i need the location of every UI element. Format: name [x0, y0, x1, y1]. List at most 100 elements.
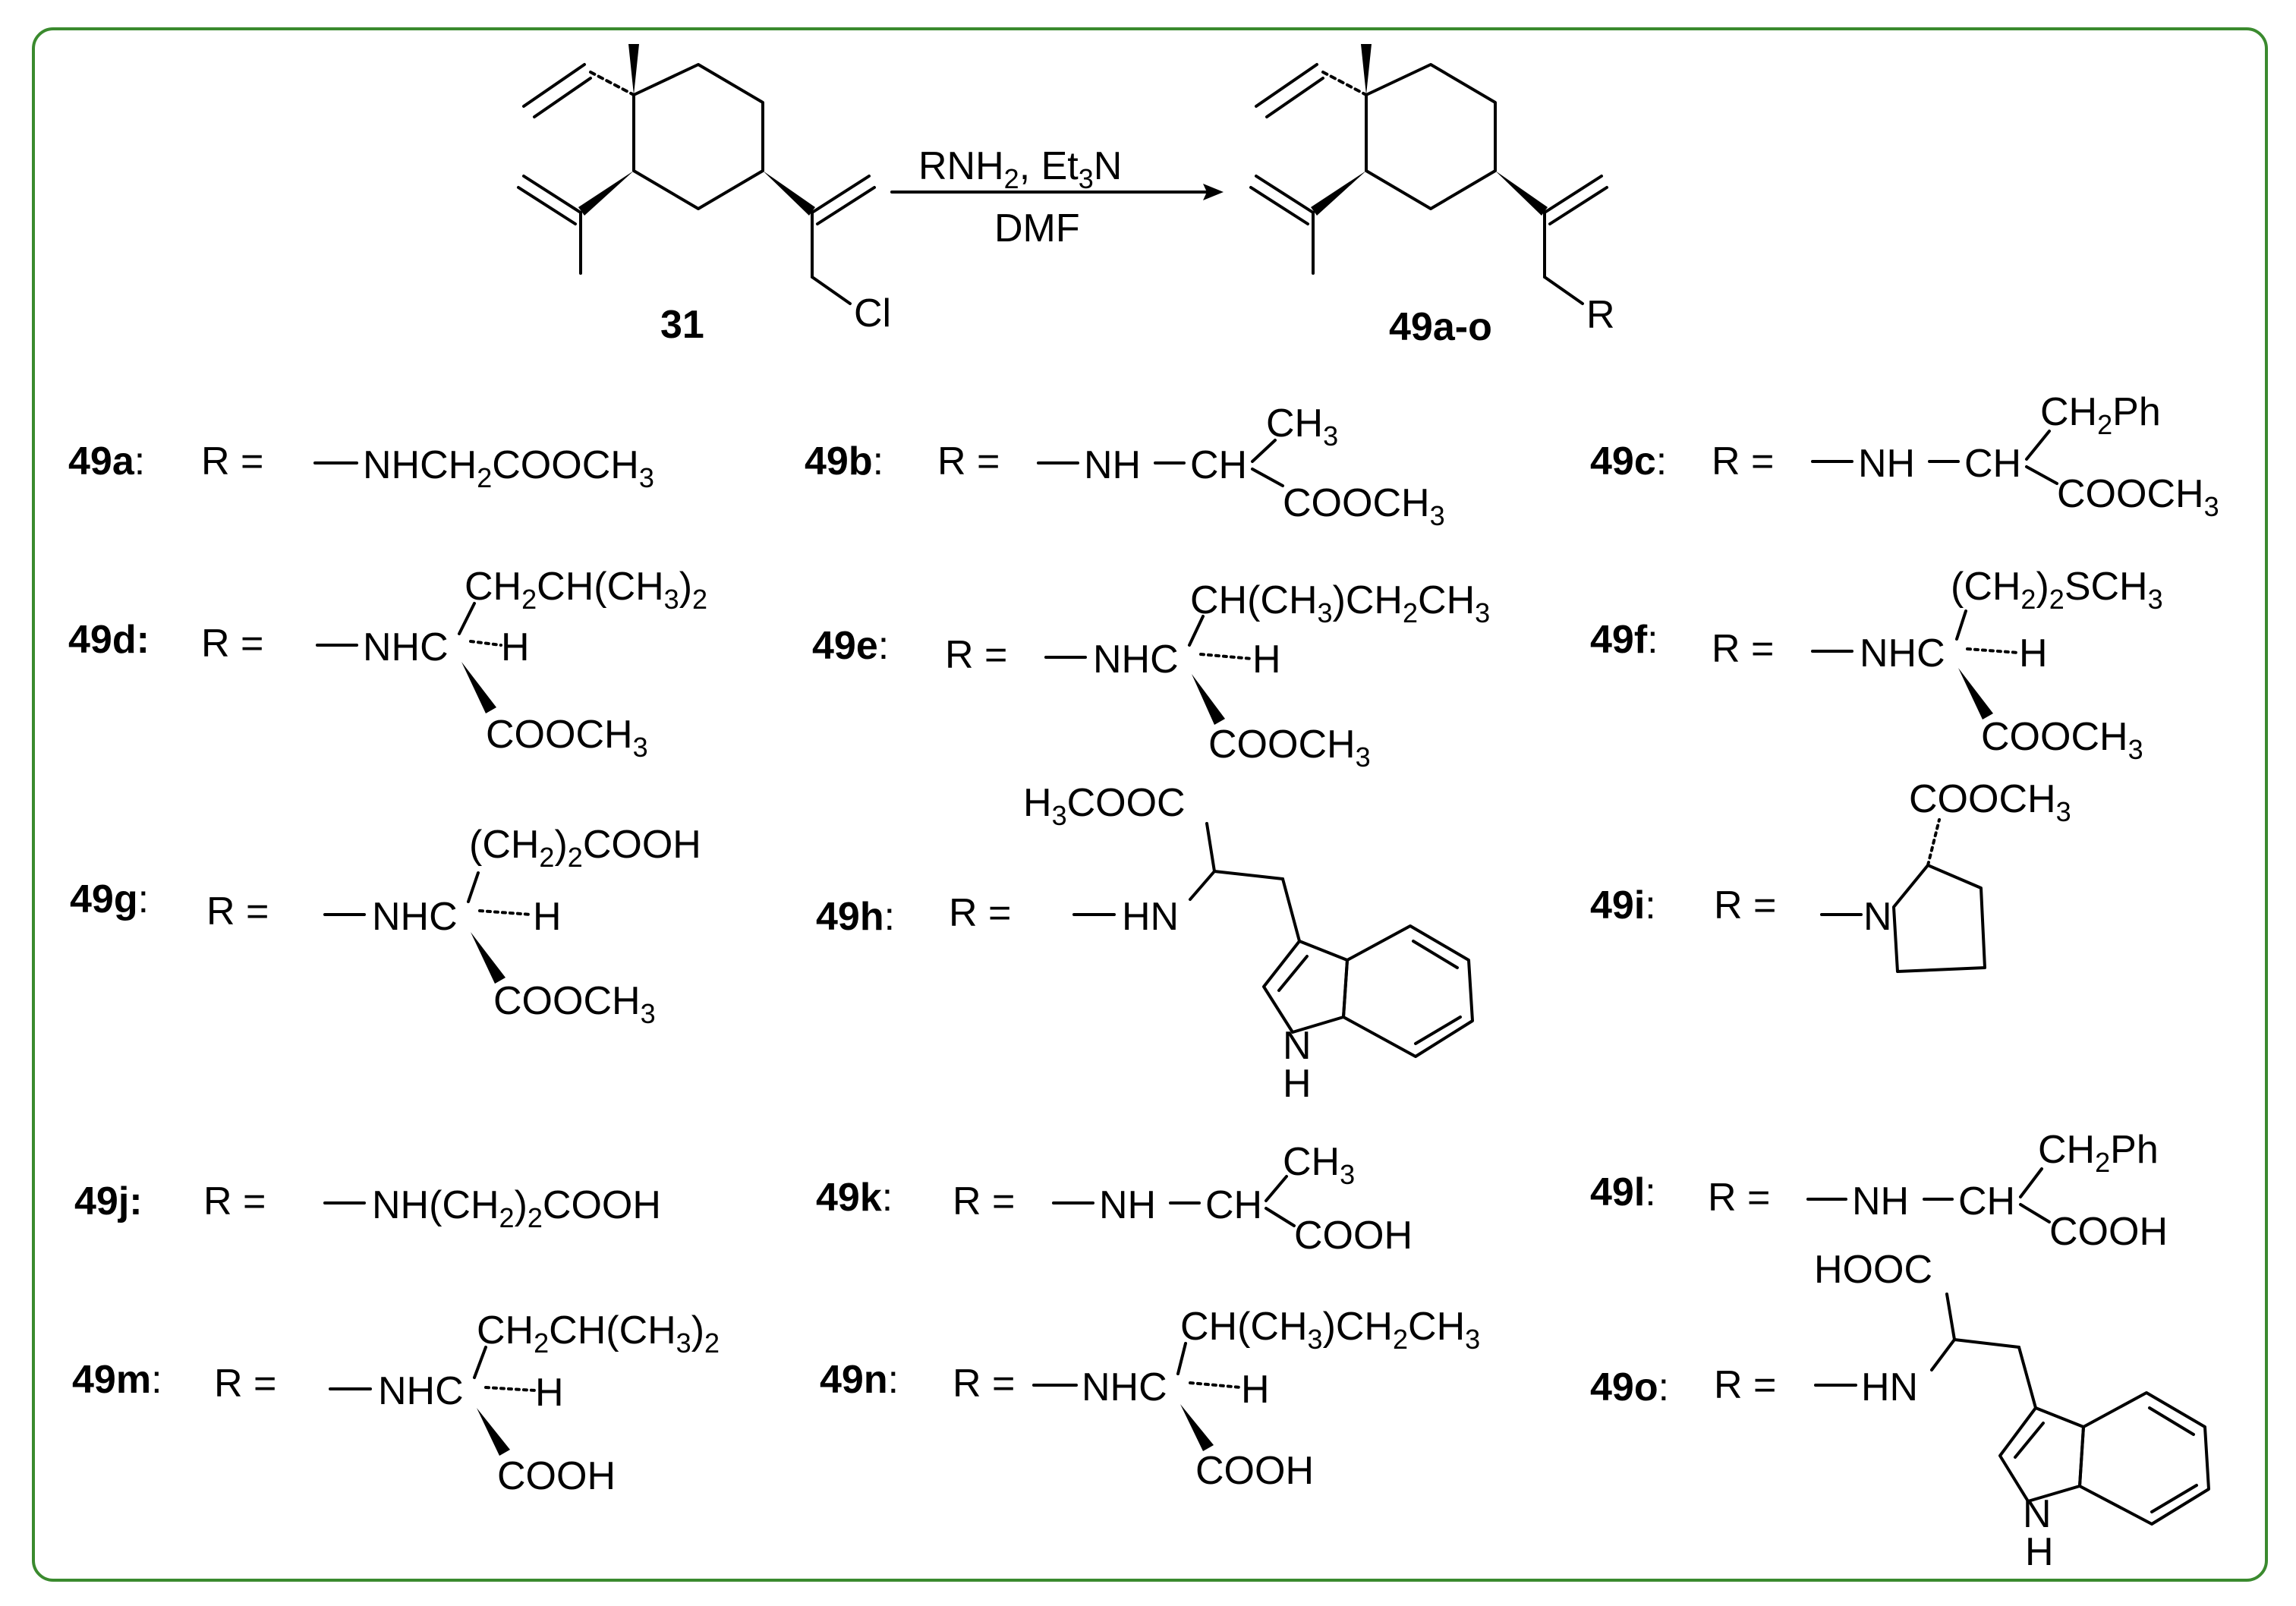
r-equals: R =: [206, 890, 269, 934]
compound-49i: 49i: R = N COOCH3: [1590, 777, 2071, 973]
svg-text:COOH: COOH: [497, 1454, 616, 1498]
svg-text:49o:: 49o:: [1590, 1365, 1669, 1409]
product-label: 49a-o: [1389, 305, 1492, 349]
compound-49l: 49l: R = NH CH CH2Ph COOH: [1590, 1128, 2168, 1254]
svg-text:49l:: 49l:: [1590, 1170, 1656, 1214]
compound-label: 49c: [1590, 439, 1656, 483]
substituent-formula: NH(CH2)2COOH: [372, 1183, 661, 1233]
svg-text:NH: NH: [1858, 442, 1915, 486]
svg-text:COOH: COOH: [1195, 1449, 1314, 1493]
svg-text:CH: CH: [1964, 442, 2021, 486]
compound-49j: 49j: R = NH(CH2)2COOH: [74, 1179, 661, 1233]
svg-text:N: N: [2023, 1492, 2052, 1536]
svg-text:H3COOC: H3COOC: [1023, 781, 1186, 831]
svg-text:H: H: [533, 895, 562, 939]
svg-text:H: H: [1283, 1062, 1312, 1106]
reactant-label: 31: [660, 303, 704, 347]
svg-text:H: H: [2019, 631, 2048, 675]
r-equals: R =: [214, 1362, 276, 1406]
svg-text:49h:: 49h:: [816, 895, 895, 939]
svg-text:COOCH3: COOCH3: [2057, 472, 2219, 522]
compound-label: 49o: [1590, 1365, 1658, 1409]
compound-label: 49h: [816, 895, 884, 939]
svg-text:49a:: 49a:: [68, 439, 145, 483]
svg-text:H: H: [2025, 1530, 2054, 1574]
svg-text:CH3: CH3: [1283, 1140, 1355, 1190]
compound-49o: 49o: R = HN HOOC N H: [1590, 1248, 2210, 1574]
svg-text:CH2Ph: CH2Ph: [2040, 390, 2161, 440]
svg-text:COOCH3: COOCH3: [493, 979, 656, 1029]
svg-text:49i:: 49i:: [1590, 883, 1656, 927]
compound-49h: 49h: R = HN H3COOC N H: [816, 781, 1474, 1106]
r-equals: R =: [1712, 439, 1774, 483]
svg-text:N: N: [1863, 895, 1892, 939]
svg-text:CH: CH: [1958, 1179, 2015, 1223]
r-equals: R =: [1712, 627, 1774, 671]
compound-label: 49g: [70, 877, 138, 921]
svg-text:N: N: [1283, 1024, 1312, 1068]
svg-text:CH(CH3)CH2CH3: CH(CH3)CH2CH3: [1180, 1305, 1480, 1355]
svg-text:NHC: NHC: [1082, 1365, 1167, 1409]
indole-ring: [1998, 1391, 2210, 1526]
svg-text:49f:: 49f:: [1590, 618, 1658, 662]
r-equals: R =: [949, 891, 1011, 935]
compound-label: 49b: [805, 439, 873, 483]
svg-text:HN: HN: [1861, 1365, 1918, 1409]
svg-text:H: H: [535, 1371, 564, 1415]
compound-49a: 49a: R = NHCH2COOCH3: [68, 439, 654, 493]
svg-text:49n:: 49n:: [820, 1358, 899, 1402]
indole-ring: [1262, 924, 1474, 1058]
svg-text:CH2Ph: CH2Ph: [2038, 1128, 2159, 1178]
svg-text:CH(CH3)CH2CH3: CH(CH3)CH2CH3: [1190, 578, 1490, 628]
svg-text:49k:: 49k:: [816, 1176, 893, 1220]
compound-label: 49e: [812, 624, 878, 668]
compound-label: 49j:: [74, 1179, 143, 1223]
compound-label: 49l: [1590, 1170, 1645, 1214]
svg-text:CH: CH: [1190, 443, 1247, 487]
svg-text:HOOC: HOOC: [1814, 1248, 1932, 1292]
svg-text:49e:: 49e:: [812, 624, 889, 668]
svg-text:CH2CH(CH3)2: CH2CH(CH3)2: [477, 1308, 720, 1359]
compound-label: 49k: [816, 1176, 882, 1220]
r-equals: R =: [201, 439, 263, 483]
compound-label: 49f: [1590, 618, 1648, 662]
compound-label: 49d:: [68, 618, 150, 662]
svg-text:49b:: 49b:: [805, 439, 883, 483]
compound-49m: 49m: R = NHC H CH2CH(CH3)2 COOH: [72, 1308, 720, 1498]
svg-text:NHC: NHC: [372, 895, 458, 939]
svg-text:COOH: COOH: [2049, 1210, 2168, 1254]
svg-text:HN: HN: [1122, 895, 1179, 939]
compound-49n: 49n: R = NHC H CH(CH3)CH2CH3 COOH: [820, 1305, 1480, 1493]
r-equals: R =: [1714, 1363, 1776, 1407]
reactant-structure-31: Cl: [517, 44, 891, 335]
svg-text:NHC: NHC: [1093, 638, 1179, 682]
svg-text:49g:: 49g:: [70, 877, 149, 921]
svg-text:H: H: [1241, 1368, 1270, 1412]
r-equals: R =: [203, 1179, 266, 1223]
compound-label: 49m: [72, 1358, 151, 1402]
svg-text:49m:: 49m:: [72, 1358, 162, 1402]
leaving-group-cl: Cl: [854, 291, 891, 335]
r-equals: R =: [1708, 1176, 1770, 1220]
reaction-arrow: [890, 184, 1224, 200]
svg-text:(CH2)2COOH: (CH2)2COOH: [469, 823, 701, 873]
svg-text:(CH2)2SCH3: (CH2)2SCH3: [1951, 565, 2163, 615]
compound-49k: 49k: R = NH CH CH3 COOH: [816, 1140, 1413, 1258]
compound-label: 49i: [1590, 883, 1645, 927]
r-equals: R =: [953, 1179, 1015, 1223]
product-structure: R: [1249, 44, 1615, 337]
compound-49c: 49c: R = NH CH CH2Ph COOCH3: [1590, 390, 2219, 522]
svg-text:COOCH3: COOCH3: [1208, 723, 1371, 773]
reagents-line-2: DMF: [994, 206, 1080, 250]
svg-text:CH3: CH3: [1266, 402, 1338, 452]
svg-text:CH2CH(CH3)2: CH2CH(CH3)2: [465, 565, 707, 615]
svg-text:H: H: [1252, 638, 1281, 682]
svg-text:COOCH3: COOCH3: [1981, 715, 2143, 765]
svg-text:NHC: NHC: [378, 1369, 464, 1413]
svg-text:49c:: 49c:: [1590, 439, 1667, 483]
svg-text:NHC: NHC: [1860, 631, 1945, 675]
r-equals: R =: [1714, 883, 1776, 927]
compound-label: 49n: [820, 1358, 888, 1402]
r-equals: R =: [937, 439, 1000, 483]
